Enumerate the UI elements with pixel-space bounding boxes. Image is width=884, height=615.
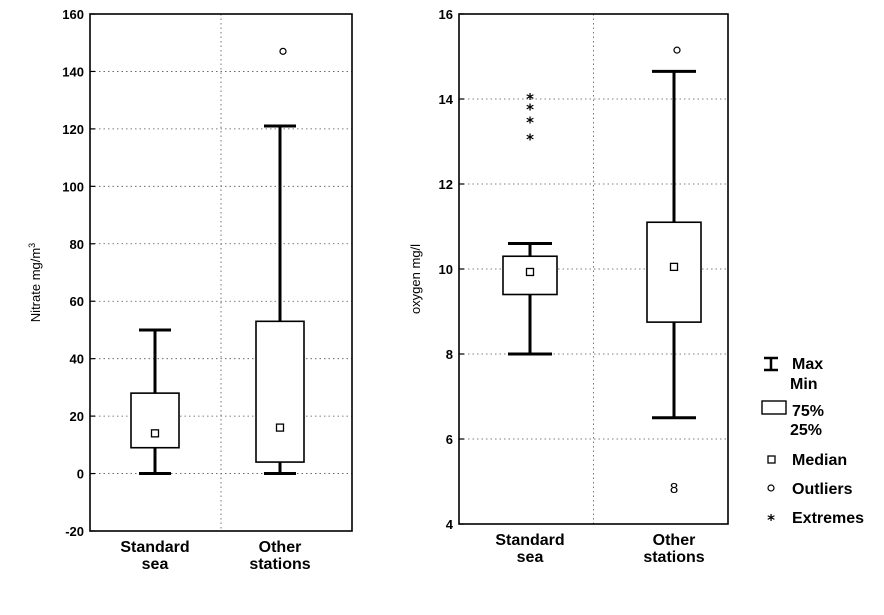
- y-tick-label: 12: [439, 177, 453, 192]
- extreme-point: *: [526, 101, 534, 119]
- iqr-box: [130, 392, 180, 449]
- legend-extreme-symbol: *: [767, 511, 775, 529]
- median-marker: [275, 423, 285, 432]
- y-axis-label-superscript: 3: [27, 243, 37, 248]
- outlier-point: [673, 46, 681, 54]
- legend-label: 75%: [792, 403, 824, 420]
- y-tick-label: 0: [77, 467, 84, 482]
- legend-label: Extremes: [792, 510, 864, 527]
- y-tick-label: 14: [439, 92, 454, 107]
- y-tick-label: -20: [65, 524, 84, 539]
- category-label: Standard: [495, 532, 564, 549]
- y-tick-label: 10: [439, 262, 453, 277]
- legend-label: 25%: [790, 422, 822, 439]
- legend-label: Median: [792, 452, 847, 469]
- category-label: stations: [643, 549, 704, 566]
- legend-label: Min: [790, 376, 818, 393]
- extreme-point: *: [526, 113, 534, 131]
- y-axis-label: oxygen mg/l: [408, 244, 423, 314]
- iqr-box: [255, 320, 305, 463]
- category-label: sea: [142, 556, 169, 573]
- annotation-label: 8: [670, 480, 678, 497]
- box-2: [646, 46, 702, 420]
- y-axis-label-text: Nitrate mg/m: [28, 248, 43, 322]
- y-tick-label: 120: [62, 122, 84, 137]
- category-label: Other: [653, 532, 696, 549]
- iqr-box: [646, 221, 702, 323]
- y-tick-label: 80: [70, 237, 84, 252]
- y-tick-label: 4: [446, 517, 454, 532]
- median-marker: [525, 267, 535, 277]
- category-label: Other: [259, 539, 302, 556]
- median-marker: [150, 429, 160, 438]
- y-tick-label: 160: [62, 7, 84, 22]
- legend-box-symbol: [761, 400, 787, 415]
- legend-outlier-symbol: [767, 484, 775, 492]
- y-axis-label-text: oxygen mg/l: [408, 244, 423, 314]
- box-2: [255, 47, 305, 476]
- box-1: [130, 328, 180, 476]
- y-tick-label: 40: [70, 352, 84, 367]
- box-1: ****: [502, 90, 558, 356]
- y-tick-label: 140: [62, 64, 84, 79]
- outlier-point: [279, 47, 287, 55]
- y-tick-label: 16: [439, 7, 453, 22]
- y-tick-label: 8: [446, 347, 453, 362]
- plot-frame: [89, 13, 353, 532]
- legend-label: Max: [792, 356, 823, 373]
- category-label: sea: [517, 549, 544, 566]
- category-label: stations: [249, 556, 310, 573]
- extreme-point: *: [526, 130, 534, 148]
- y-tick-label: 60: [70, 294, 84, 309]
- extreme-point: *: [526, 90, 534, 108]
- legend-median-symbol: [767, 455, 776, 464]
- y-tick-label: 6: [446, 432, 453, 447]
- median-marker: [669, 262, 679, 272]
- legend-label: Outliers: [792, 481, 853, 498]
- y-tick-label: 20: [70, 409, 84, 424]
- y-axis-label: Nitrate mg/m3: [27, 243, 43, 322]
- y-tick-label: 100: [62, 179, 84, 194]
- category-label: Standard: [120, 539, 189, 556]
